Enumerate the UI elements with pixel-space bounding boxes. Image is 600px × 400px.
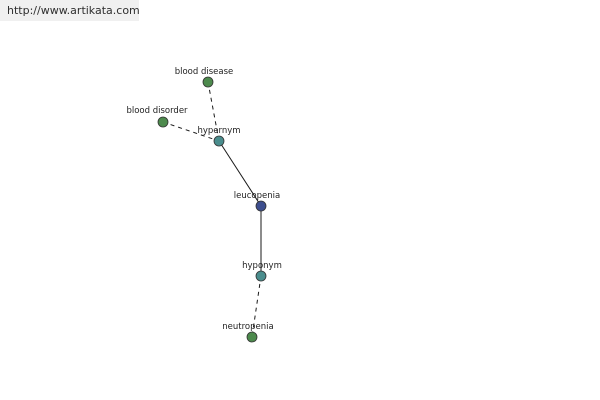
node-marker[interactable] [255,200,267,212]
node-hypernym[interactable]: hypernym [197,126,241,147]
edge-hyponym-neutropenia [251,275,262,338]
node-label[interactable]: blood disorder [126,106,188,116]
edge-blood-disease-hypernym [207,81,220,142]
node-marker[interactable] [202,76,214,88]
edge-blood-disorder-hypernym [162,121,220,142]
edge-layer [162,81,262,338]
node-label[interactable]: neutropenia [222,322,273,332]
node-blood-disorder[interactable]: blood disorder [126,106,188,128]
node-marker[interactable] [213,135,225,147]
node-label[interactable]: hypernym [197,126,240,136]
node-neutropenia[interactable]: neutropenia [222,322,274,343]
source-url-banner[interactable]: http://www.artikata.com [0,0,139,21]
node-marker[interactable] [246,331,258,343]
node-label[interactable]: leucopenia [234,191,280,201]
node-label[interactable]: hyponym [242,261,282,271]
node-marker[interactable] [255,270,267,282]
node-hyponym[interactable]: hyponym [242,261,282,282]
node-label[interactable]: blood disease [175,67,234,77]
node-marker[interactable] [157,116,169,128]
node-blood-disease[interactable]: blood disease [175,67,234,88]
edge-hypernym-leucopenia [218,140,262,207]
node-layer: blood disease blood disorder hypernym le… [126,67,282,343]
node-leucopenia[interactable]: leucopenia [234,191,280,212]
